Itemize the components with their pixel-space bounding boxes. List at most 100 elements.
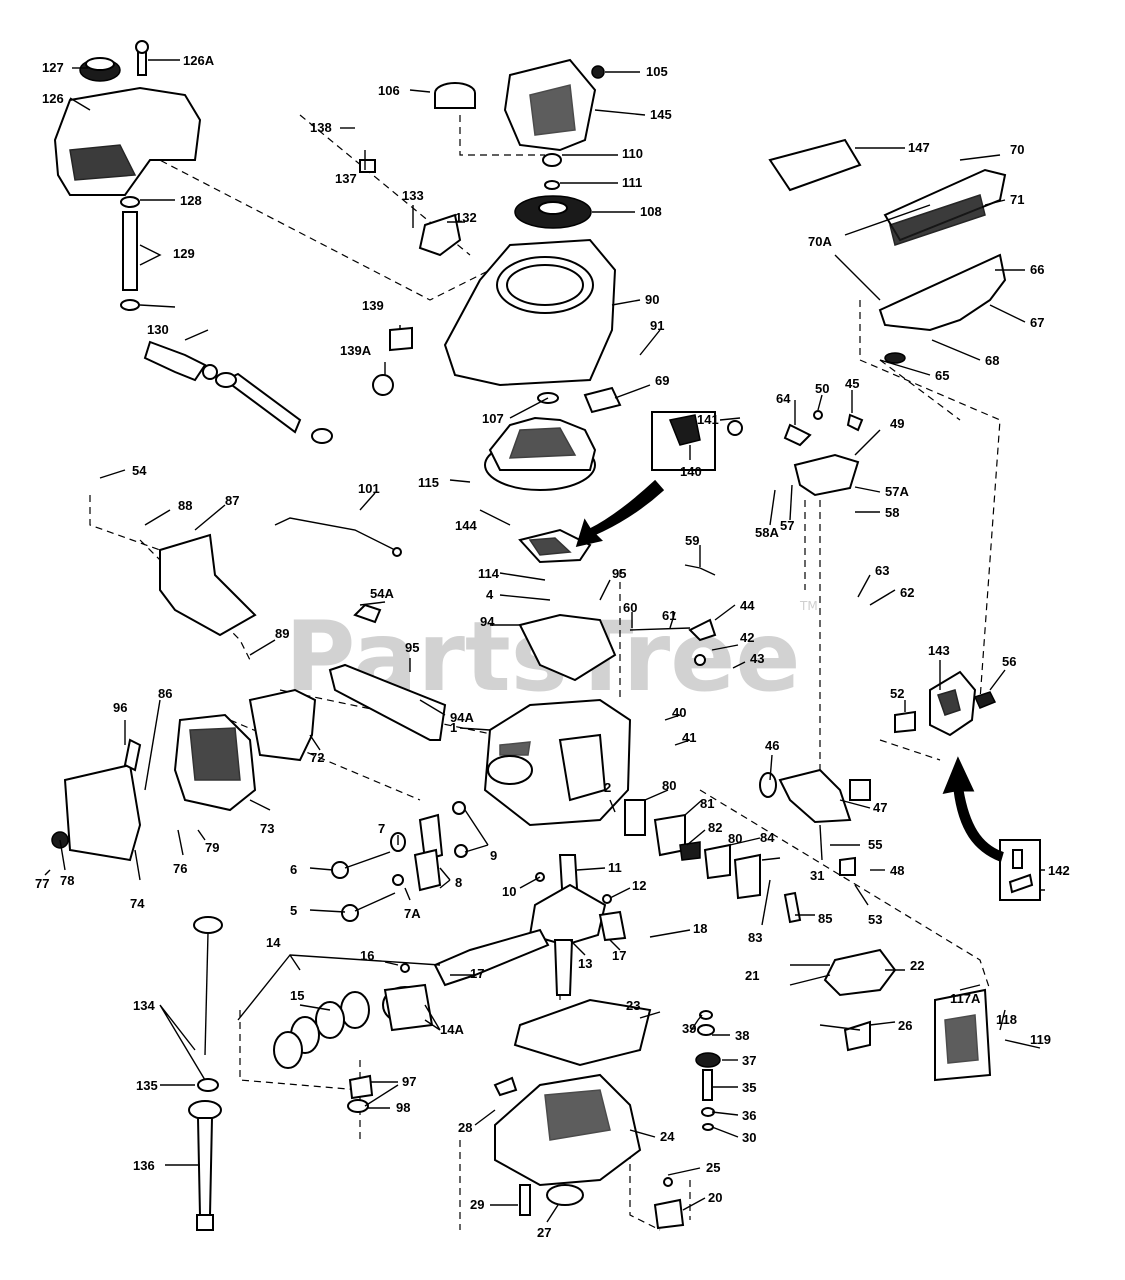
part-label: 98 [396,1100,410,1115]
part-label: 43 [750,651,764,666]
part-label: 62 [900,585,914,600]
part-label: 126A [183,53,215,68]
part-label: 66 [1030,262,1044,277]
part-label: 130 [147,322,169,337]
part-label: 14 [266,935,281,950]
part-label: 136 [133,1158,155,1173]
part-label: 53 [868,912,882,927]
part-label: 27 [537,1225,551,1240]
part-label: 2 [604,780,611,795]
part-label: 1 [450,720,457,735]
part-label: 111 [622,175,642,190]
part-label: 135 [136,1078,158,1093]
part-label: 83 [748,930,762,945]
part-label: 37 [742,1053,756,1068]
part-label: 47 [873,800,887,815]
engine-block-part [173,688,632,827]
part-label: 95 [612,566,626,581]
part-label: 44 [740,598,755,613]
flywheel-part [484,386,622,491]
part-label: 17 [612,948,626,963]
part-shapes [51,40,1041,1231]
baffle-part [159,533,617,741]
carburetor-part [759,670,997,1082]
part-label: 139 [362,298,384,313]
part-label: 5 [290,903,297,918]
part-label: 94A [450,710,474,725]
part-label: 24 [660,1129,675,1144]
part-number-labels: 127 126A 126 106 105 145 138 137 110 111… [35,53,1070,1240]
fuel-line-part [120,196,333,444]
part-label: 21 [745,968,759,983]
part-label: 15 [290,988,304,1003]
recoil-starter-part [434,58,605,229]
part-label: 10 [502,884,516,899]
part-label: 25 [706,1160,720,1175]
part-label: 49 [890,416,904,431]
part-label: 119 [1030,1032,1051,1047]
part-label: 141 [697,412,719,427]
part-label: 72 [310,750,324,765]
part-label: 105 [646,64,668,79]
part-label: 52 [890,686,904,701]
part-label: 71 [1010,192,1024,207]
part-label: 115 [418,475,439,490]
part-label: 108 [640,204,662,219]
part-label: 132 [455,210,477,225]
part-label: 36 [742,1108,756,1123]
valve-part [331,801,468,922]
part-label: 55 [868,837,882,852]
part-label: 63 [875,563,889,578]
part-label: 106 [378,83,400,98]
part-label: 137 [335,171,357,186]
part-label: 56 [1002,654,1016,669]
part-label: 54A [370,586,394,601]
part-label: 6 [290,862,297,877]
part-label: 11 [608,860,622,875]
part-label: 133 [402,188,424,203]
dipstick-part [188,916,223,1231]
part-label: 128 [180,193,202,208]
piston-part [273,963,434,1069]
part-label: 29 [470,1197,484,1212]
part-label: 138 [310,120,332,135]
part-label: 129 [173,246,195,261]
control-bracket-part [629,410,864,666]
part-label: 97 [402,1074,416,1089]
part-label: 79 [205,840,219,855]
diagram-arrow-carburetor [942,756,1004,863]
part-label: 143 [928,643,950,658]
part-label: 59 [685,533,699,548]
part-label: 78 [60,873,74,888]
part-label: 107 [482,411,504,426]
part-label: 7 [378,821,385,836]
part-label: 26 [898,1018,912,1033]
leader-lines [44,59,1045,1223]
part-label: 50 [815,381,829,396]
part-label: 134 [133,998,155,1013]
part-label: 110 [622,146,643,161]
air-cleaner-part [768,138,1007,364]
part-label: 67 [1030,315,1044,330]
part-label: 147 [908,140,930,155]
part-label: 65 [935,368,949,383]
part-label: 144 [455,518,477,533]
blower-housing-part [359,159,617,396]
part-label: 139A [340,343,372,358]
part-label: 126 [42,91,64,106]
part-label: 81 [700,796,714,811]
part-label: 76 [173,861,187,876]
watermark-trademark: TM [799,599,818,613]
part-label: 39 [682,1021,696,1036]
part-label: 80 [728,831,742,846]
part-label: 57A [885,484,909,499]
part-label: 16 [360,948,374,963]
inset-142-part [999,839,1041,901]
part-label: 69 [655,373,669,388]
part-label: 74 [130,896,145,911]
part-label: 58 [885,505,899,520]
part-label: 84 [760,830,775,845]
part-label: 7A [404,906,421,921]
fuel-tank-part [53,40,202,196]
part-label: 30 [742,1130,756,1145]
